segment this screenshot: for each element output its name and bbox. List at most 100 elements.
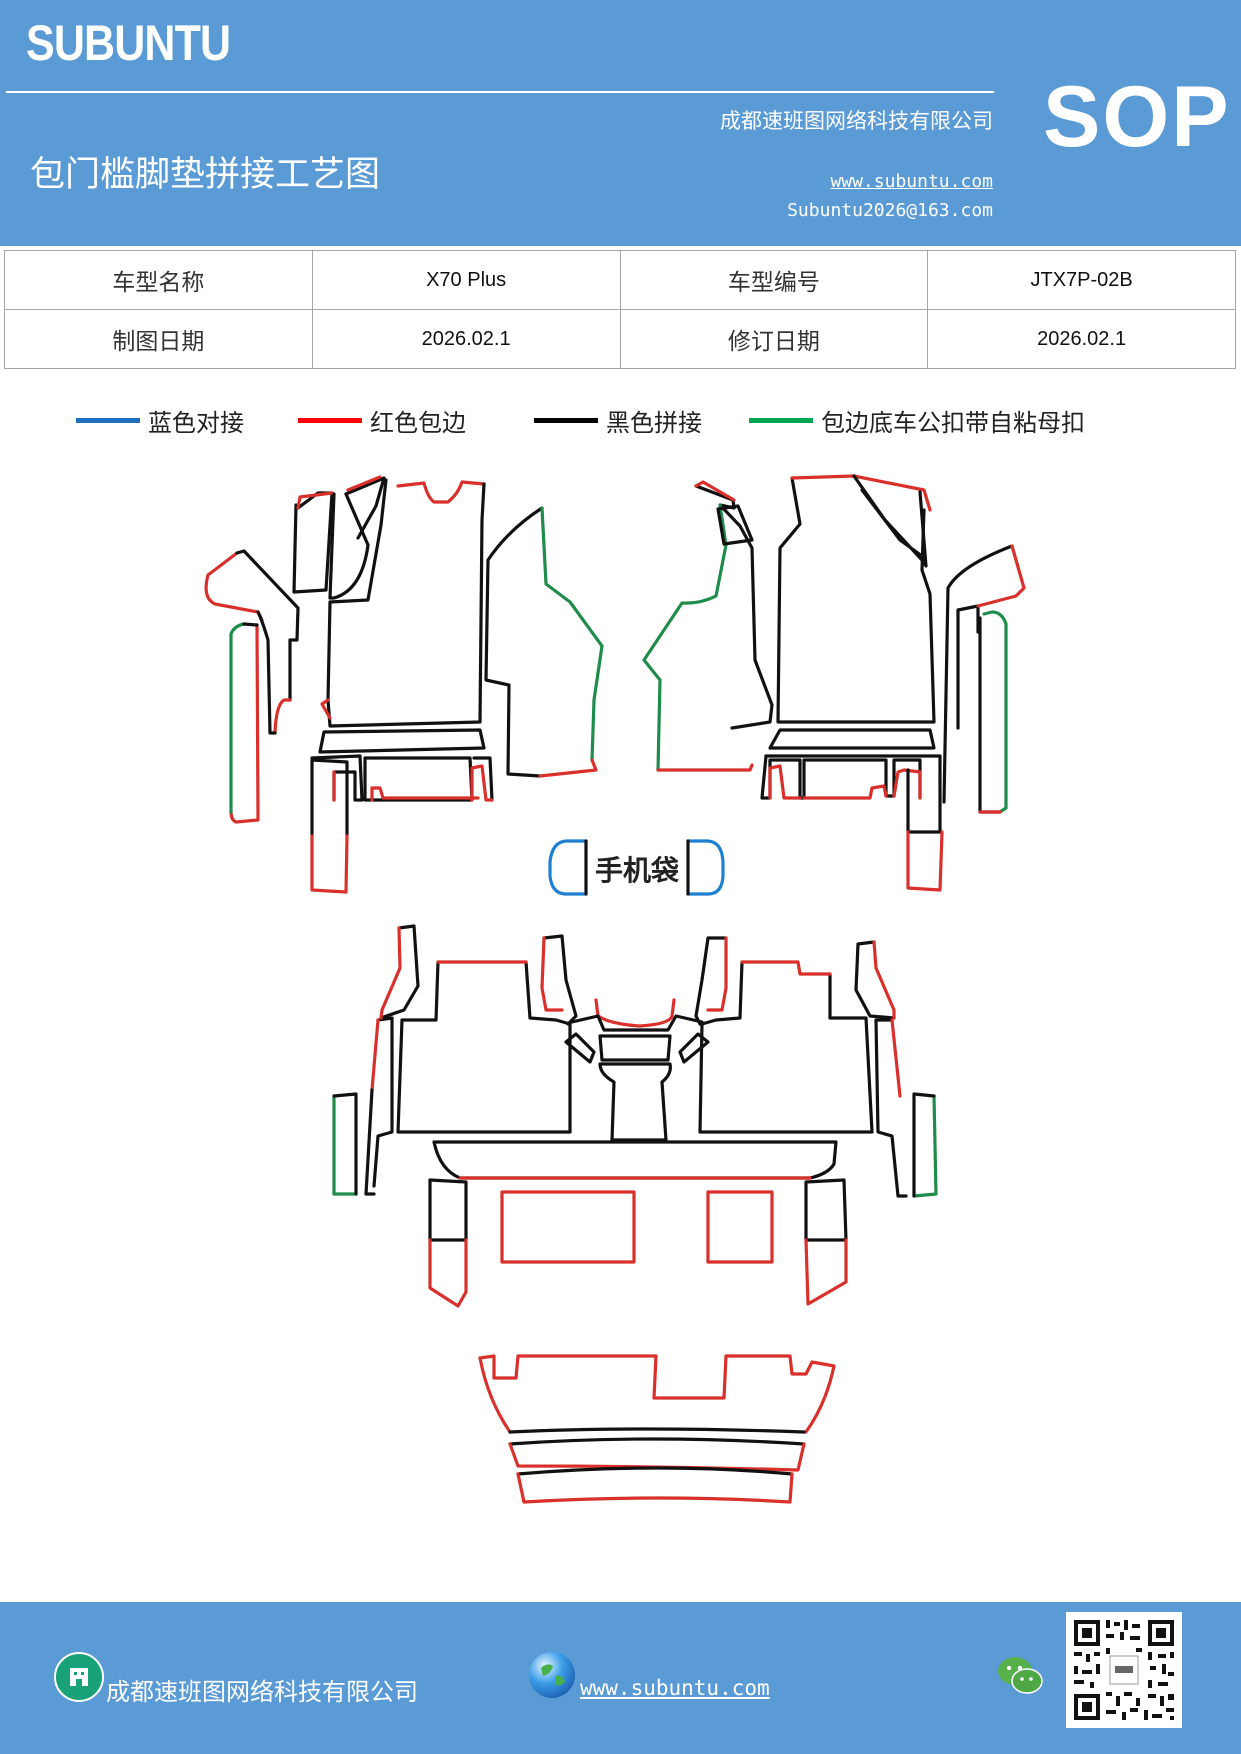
right-side-panel-green: [642, 503, 728, 772]
left-side-panel-black: [484, 506, 544, 778]
mid-center-tunnel-right: [694, 936, 728, 1026]
driver-mat-top-red: [396, 480, 486, 504]
legend-label: 黑色拼接: [606, 408, 702, 437]
left-side-panel-green: [540, 506, 604, 762]
model-code-label: 车型编号: [619, 250, 929, 310]
info-table: 车型名称 X70 Plus 车型编号 JTX7P-02B 制图日期 2026.0…: [4, 250, 1236, 369]
trunk-strip-2-red: [516, 1472, 794, 1504]
legend-item-blue: 蓝色对接: [76, 403, 244, 437]
right-long-strip-black: [906, 768, 942, 834]
left-flap: [204, 551, 264, 622]
table-row: 制图日期 2026.02.1 修订日期 2026.02.1: [4, 309, 1236, 369]
left-pedal-red: [296, 491, 334, 510]
mid-center-tunnel-left: [542, 934, 578, 1026]
phone-bag-label: 手机袋: [595, 854, 680, 887]
left-side-panel-red: [538, 758, 598, 778]
driver-lower-right-red: [470, 764, 494, 802]
legend-item-red: 红色包边: [298, 403, 466, 437]
mid-right-big-mat-black: [698, 960, 874, 1134]
revision-date-value: 2026.02.1: [927, 309, 1236, 369]
qr-code-icon[interactable]: [1066, 1612, 1182, 1728]
footer-website-link[interactable]: www.subuntu.com: [580, 1676, 770, 1700]
header-divider: [6, 91, 994, 93]
left-flap-red-notch: [273, 698, 292, 735]
left-sill-strip: [229, 623, 260, 824]
mid-left-side-bar-red: [370, 1018, 380, 1092]
website-link[interactable]: www.subuntu.com: [830, 171, 993, 192]
mid-right-top-piece-red: [872, 940, 896, 1020]
mid-center-lower: [598, 1062, 672, 1142]
header-banner: SUBUNTU 包门槛脚垫拼接工艺图 成都速班图网络科技有限公司 www.sub…: [0, 0, 1241, 246]
globe-icon: [529, 1652, 575, 1698]
front-left-mat-group: [204, 475, 604, 894]
driver-lower-right-tab: [472, 756, 494, 802]
building-icon: [54, 1652, 104, 1702]
right-side-panel-black: [694, 484, 774, 730]
passenger-lower-red-3: [892, 768, 922, 800]
legend-swatch-blue: [76, 417, 140, 423]
legend-label: 蓝色对接: [148, 408, 244, 437]
passenger-lower-red-1: [768, 764, 802, 800]
mid-lower-left-red: [428, 1238, 468, 1308]
right-sill-strip-black: [978, 616, 1002, 814]
wechat-icon[interactable]: [996, 1654, 1044, 1698]
right-small-top-piece: [716, 504, 754, 546]
passenger-diagonal-inner: [860, 488, 924, 558]
mid-left-side-bar-black-2: [364, 1088, 376, 1196]
mid-right-top-piece-black: [854, 940, 896, 1020]
mid-lower-box-1: [500, 1190, 636, 1264]
left-diagonal-red: [346, 475, 382, 492]
right-side-panel-red-top: [694, 480, 736, 502]
mid-lower-left-black: [428, 1178, 468, 1242]
mid-lower-right-red: [804, 1238, 848, 1306]
driver-main-mat: [326, 478, 388, 702]
trunk-mat-group: [478, 1354, 836, 1504]
right-side-panel-red: [656, 763, 754, 772]
mid-left-green-strip-black: [332, 1092, 358, 1196]
driver-mat-right-notch: [320, 698, 332, 720]
passenger-main-mat: [776, 476, 936, 724]
mid-left-green-strip: [332, 1094, 358, 1196]
qr-code-graphic: [1066, 1612, 1182, 1728]
mid-center-top-red: [594, 998, 676, 1028]
mid-lower-box-2: [706, 1190, 774, 1264]
mid-left-top-piece-black: [379, 924, 420, 1020]
trunk-top-red-left: [478, 1356, 512, 1434]
driver-lower-bar: [318, 728, 486, 754]
mid-center-sides: [564, 1032, 710, 1064]
right-flap-black: [956, 604, 980, 730]
left-long-strip-black: [310, 758, 349, 838]
footer-banner: 成都速班图网络科技有限公司 www.subuntu.com: [0, 1602, 1241, 1754]
drawing-date-label: 制图日期: [4, 309, 313, 369]
legend-label: 包边底车公扣带自粘母扣: [821, 408, 1085, 437]
left-sill-strip-green: [229, 622, 246, 814]
mid-right-green-strip: [912, 1094, 938, 1198]
trunk-top-red: [478, 1354, 836, 1434]
left-diagonal-strip: [328, 492, 370, 600]
front-right-mat-group: [642, 474, 1026, 892]
mid-center-tunnel-left-red: [540, 936, 564, 1012]
trunk-strip-1-red: [508, 1442, 806, 1472]
mid-right-side-bar-red: [890, 1018, 902, 1098]
mid-left-side-bar-black: [372, 1016, 394, 1188]
mid-center-top-black: [570, 1014, 704, 1032]
right-sill-strip-green: [982, 610, 1008, 814]
left-flap-black: [235, 549, 300, 702]
mid-center-tunnel-right-red: [706, 936, 728, 1012]
driver-lower-tab-red: [370, 786, 480, 802]
legend-label: 红色包边: [370, 408, 466, 437]
mid-right-big-mat-red: [740, 960, 832, 976]
table-row: 车型名称 X70 Plus 车型编号 JTX7P-02B: [4, 250, 1236, 310]
left-diagonal-strip-2: [344, 476, 386, 540]
left-pedal-piece: [292, 491, 334, 594]
mid-left-top-piece-red: [379, 926, 402, 1020]
phone-bag-left-blue[interactable]: [548, 839, 588, 896]
mid-right-side-bar-black: [874, 1018, 908, 1198]
mid-left-big-mat-black: [396, 960, 572, 1134]
model-code-value: JTX7P-02B: [927, 250, 1236, 310]
mid-lower-right-black: [804, 1178, 848, 1242]
phone-bag-right-blue[interactable]: [686, 839, 725, 896]
legend-swatch-red: [298, 417, 362, 423]
driver-lower-tab: [363, 756, 474, 802]
mid-right-green-strip-black: [912, 1092, 936, 1198]
